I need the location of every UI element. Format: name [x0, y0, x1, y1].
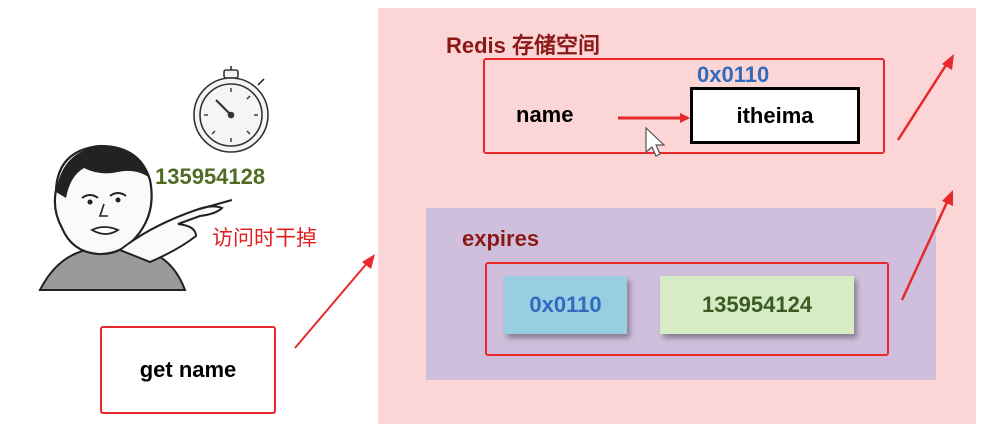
evict-on-access-label: 访问时干掉	[212, 227, 317, 250]
pointing-person-illustration	[38, 144, 233, 291]
redis-storage-title: Redis 存储空间	[446, 33, 601, 58]
expires-entry-box	[485, 262, 889, 356]
key-value-entry-box	[483, 58, 885, 154]
command-to-redis-arrow	[294, 254, 375, 349]
expires-title: expires	[462, 226, 540, 251]
stopwatch-icon	[193, 66, 269, 153]
expires-address-cell: 0x0110	[504, 276, 627, 334]
current-time-label: 135954128	[155, 164, 266, 189]
get-name-command-box: get name	[100, 326, 276, 414]
value-box: itheima	[690, 87, 860, 144]
expires-timestamp-cell: 135954124	[660, 276, 854, 334]
key-label: name	[516, 102, 574, 127]
right-upper-arrow	[896, 54, 954, 141]
right-lower-arrow	[900, 190, 953, 301]
mouse-cursor-icon	[645, 126, 666, 157]
value-address-label: 0x0110	[697, 62, 770, 87]
